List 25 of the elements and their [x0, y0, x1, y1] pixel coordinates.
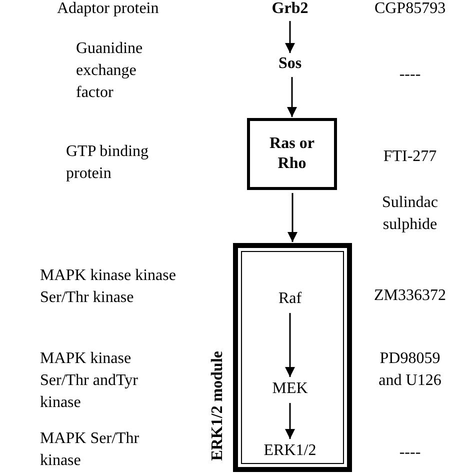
annotation-text: GTP binding protein [66, 142, 150, 184]
annotation-text: CGP85793 [373, 0, 447, 19]
annotation-text: Sulindac sulphide [381, 193, 439, 235]
protein-label: ERK1/2 [252, 440, 328, 462]
arrow [285, 403, 295, 439]
arrow [287, 77, 297, 117]
annotation-text: ZM336372 [373, 286, 447, 306]
protein-label: Grb2 [262, 0, 318, 18]
arrow [285, 21, 295, 53]
annotation-text: PD98059 and U126 [378, 349, 442, 391]
annotation-text: ---- [398, 443, 422, 463]
protein-label: Sos [262, 54, 318, 74]
annotation-text: FTI-277 [382, 147, 438, 167]
annotation-text: MAPK kinase kinase Ser/Thr kinase [40, 266, 177, 308]
annotation-text: ---- [398, 65, 422, 85]
annotation-text: MAPK kinase Ser/Thr andTyr kinase [40, 349, 139, 413]
protein-box: Ras or Rho [247, 118, 337, 190]
arrow [285, 313, 295, 377]
protein-label: Raf [262, 288, 318, 310]
annotation-text: Adaptor protein [57, 0, 160, 19]
annotation-text: Guanidine exchange factor [76, 39, 144, 103]
arrow [288, 193, 298, 242]
annotation-text: MAPK Ser/Thr kinase [40, 429, 140, 471]
module-heading: ERK1/2 module [208, 351, 227, 461]
protein-label: MEK [262, 378, 318, 400]
